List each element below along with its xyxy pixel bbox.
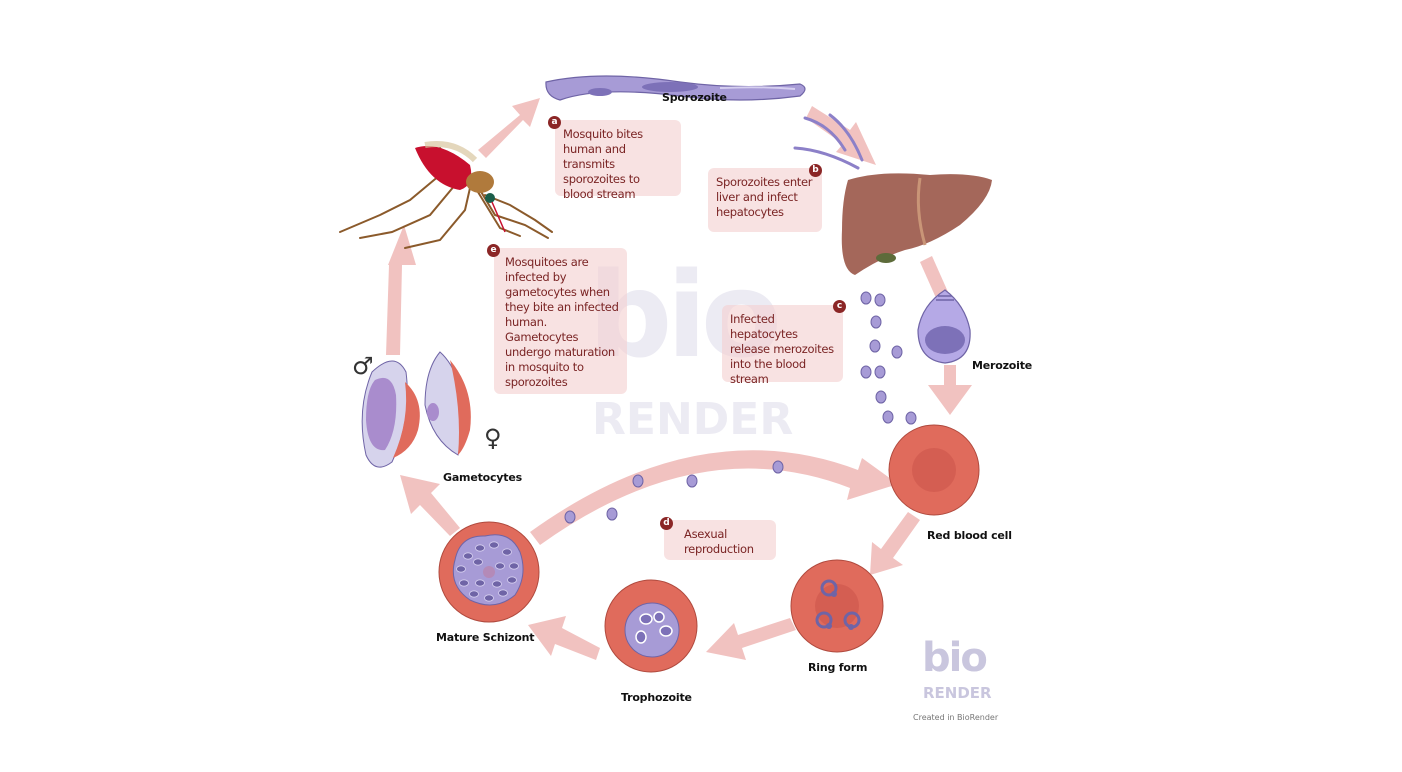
liver-illustration [841, 173, 992, 275]
released-merozoites [564, 291, 917, 524]
label-sporozoite: Sporozoite [662, 91, 727, 104]
label-trophozoite: Trophozoite [621, 691, 692, 704]
trophozoite-illustration [604, 579, 698, 673]
arrow-sporozoite-to-liver [806, 106, 876, 165]
schizont-merozoite [492, 580, 502, 588]
ring-form-illustration [790, 559, 884, 653]
note-c: Infected hepatocytes release merozoites … [722, 305, 843, 386]
watermark-render: RENDER [592, 394, 794, 445]
biorender-logo-render: RENDER [923, 684, 992, 702]
note-d: Asexual reproduction [664, 520, 776, 560]
note-d-text: Asexual reproduction [684, 527, 754, 556]
badge-b: b [809, 164, 822, 177]
arrow-asexual-reproduction [530, 450, 898, 545]
note-a-text: Mosquito bites human and transmits sporo… [563, 127, 643, 201]
mature-schizont-illustration [438, 521, 540, 623]
arrow-trophozoite-to-schizont [528, 616, 600, 660]
merozoite-dot [905, 411, 917, 425]
mosquito-illustration [339, 141, 553, 249]
arrow-mosquito-to-sporozoite [478, 98, 540, 158]
biorender-logo-bio: bio [922, 635, 988, 681]
schizont-merozoite [459, 579, 469, 587]
merozoite-dot [860, 291, 872, 305]
badge-e: e [487, 244, 500, 257]
merozoite-dot [874, 293, 886, 307]
schizont-merozoite [498, 589, 508, 597]
merozoite-dot [772, 460, 784, 474]
badge-d: d [660, 517, 673, 530]
schizont-merozoite [502, 548, 512, 556]
schizont-merozoite [475, 544, 485, 552]
male-symbol-icon: ♂ [352, 352, 374, 380]
red-blood-cell-illustration [888, 424, 980, 516]
merozoite-illustration [917, 289, 971, 364]
note-a: Mosquito bites human and transmits sporo… [555, 120, 681, 201]
note-c-text: Infected hepatocytes release merozoites … [730, 312, 834, 386]
sporozoites-small [793, 113, 864, 170]
merozoite-dot [860, 365, 872, 379]
schizont-merozoite [469, 590, 479, 598]
merozoite-dot [875, 390, 887, 404]
label-mature-schizont: Mature Schizont [436, 631, 535, 644]
merozoite-dot [632, 474, 644, 488]
sporozoite-illustration [545, 75, 806, 101]
merozoite-dot [874, 365, 886, 379]
arrow-merozoite-to-rbc [928, 365, 972, 415]
merozoite-dot [606, 507, 618, 521]
schizont-merozoite [484, 594, 494, 602]
arrow-ring-to-trophozoite [706, 618, 796, 660]
schizont-merozoite [509, 562, 519, 570]
schizont-merozoite [473, 558, 483, 566]
merozoite-dot [882, 410, 894, 424]
arrow-gametocytes-to-mosquito [386, 225, 416, 355]
schizont-merozoite [456, 565, 466, 573]
arrow-schizont-to-gametocytes [400, 475, 460, 536]
schizont-merozoite [463, 552, 473, 560]
note-e: Mosquitoes are infected by gametocytes w… [494, 248, 627, 394]
schizont-merozoite [507, 576, 517, 584]
label-merozoite: Merozoite [972, 359, 1033, 372]
biorender-credit: Created in BioRender [913, 713, 999, 722]
merozoite-dot [870, 315, 882, 329]
female-symbol-icon: ♀ [484, 424, 502, 452]
merozoite-dot [686, 474, 698, 488]
schizont-merozoite [489, 541, 499, 549]
merozoite-dot [891, 345, 903, 359]
schizont-merozoite [475, 579, 485, 587]
gametocytes-illustration [361, 351, 471, 468]
note-e-text: Mosquitoes are infected by gametocytes w… [505, 255, 619, 389]
merozoite-dot [869, 339, 881, 353]
note-b-text: Sporozoites enter liver and infect hepat… [716, 175, 813, 219]
badge-a: a [548, 116, 561, 129]
merozoite-dot [564, 510, 576, 524]
label-gametocytes: Gametocytes [443, 471, 522, 484]
arrow-rbc-to-ring [870, 512, 920, 575]
arrow-liver-to-merozoite [920, 256, 948, 298]
note-b: Sporozoites enter liver and infect hepat… [708, 168, 822, 232]
label-ring-form: Ring form [808, 661, 868, 674]
schizont-merozoite [495, 562, 505, 570]
label-red-blood-cell: Red blood cell [927, 529, 1012, 542]
badge-c: c [833, 300, 846, 313]
